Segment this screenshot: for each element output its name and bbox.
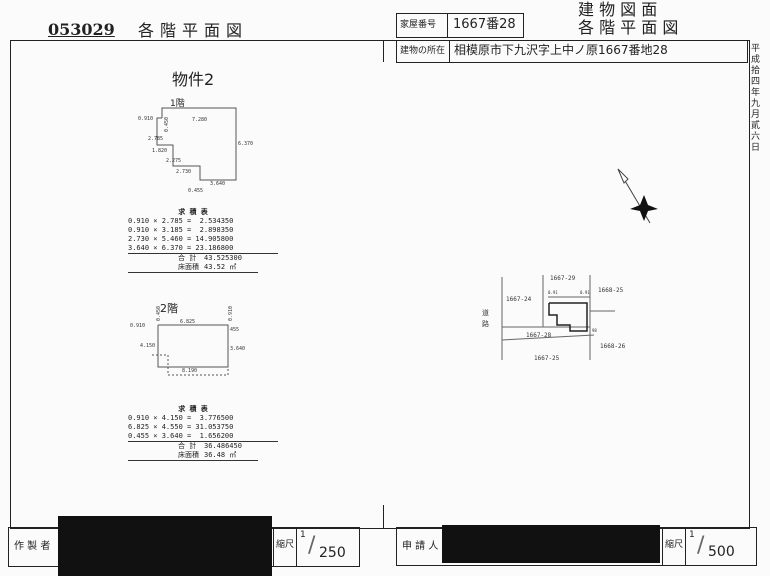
doc-title: 各階平面図	[138, 21, 249, 40]
floor1-area-table: 求 積 表 0.910 × 2.785 = 2.534350 0.910 × 3…	[128, 208, 278, 273]
area-row: 6.825 × 4.550 = 31.053750	[128, 423, 234, 431]
redacted-applicant	[442, 525, 660, 563]
divider	[383, 40, 384, 62]
floor2-label: 2階	[160, 302, 178, 315]
dim-label: 0.910	[130, 323, 145, 329]
floor-area: 36.48 ㎡	[204, 451, 237, 459]
floor-area: 43.52 ㎡	[204, 263, 237, 271]
dim-label: 8.190	[182, 368, 197, 374]
house-number-box: 家屋番号 1667番28	[396, 13, 524, 38]
house-number: 1667番28	[453, 17, 516, 32]
dim-label: 0.450	[164, 117, 170, 132]
dim-label: 6.370	[238, 141, 253, 147]
total-label: 合 計	[178, 254, 197, 262]
scale-numerator: 1	[300, 530, 306, 540]
parcel-label: 1667-25	[534, 355, 560, 362]
parcel-label: 1668-26	[600, 343, 626, 350]
location-box: 建物の所在 相模原市下九沢字上中ノ原1667番地28	[396, 40, 748, 63]
scale-slash: /	[697, 533, 705, 558]
doc-number: 053029	[48, 20, 115, 39]
right-title-2: 各 階 平 面 図	[578, 18, 679, 37]
parcel-label: 1667-29	[550, 275, 576, 282]
divider	[449, 41, 450, 62]
total-label: 合 計	[178, 442, 197, 450]
dim-label: 2.275	[166, 158, 181, 164]
divider	[662, 528, 663, 565]
dim-label: 0.91	[548, 290, 558, 295]
dim-label: 0.910	[138, 116, 153, 122]
road-label-1: 道	[482, 308, 489, 317]
area-row: 0.910 × 3.185 = 2.898350	[128, 226, 234, 234]
scale-numerator: 1	[689, 530, 695, 540]
divider	[296, 528, 297, 566]
total: 43.525300	[204, 254, 242, 262]
dim-label: 1.820	[152, 148, 167, 154]
scale-label: 縮尺	[276, 540, 295, 550]
floor-area-label: 床面積	[178, 451, 199, 459]
floor2-plan: 0.450 0.910 6.825 0.910 455 3.640 4.150 …	[130, 306, 245, 376]
area-row: 0.910 × 4.150 = 3.776500	[128, 414, 234, 422]
floor1-dashed	[152, 354, 229, 376]
right-title-1: 建 物 図 面	[578, 0, 658, 19]
location: 相模原市下九沢字上中ノ原1667番地28	[454, 43, 668, 57]
dim-label: 0.910	[228, 306, 234, 321]
creator-label: 作 製 者	[14, 541, 51, 552]
dim-label: 3.640	[210, 181, 225, 187]
parcel-label: 1668-25	[598, 287, 624, 294]
parcel-label: 1667-24	[506, 296, 532, 303]
area-row: 2.730 × 5.460 = 14.905800	[128, 235, 234, 243]
divider	[685, 528, 686, 565]
floor1-label: 1階	[170, 99, 185, 109]
dim-label: 7.280	[192, 117, 207, 123]
scale-slash: /	[308, 533, 316, 558]
scale-denominator: 250	[319, 545, 346, 561]
house-number-label: 家屋番号	[400, 20, 437, 30]
total: 36.486450	[204, 442, 242, 450]
divider	[273, 528, 274, 566]
redacted-creator	[58, 516, 272, 576]
north-arrow-icon	[617, 168, 658, 224]
area-table-title: 求 積 表	[178, 208, 208, 216]
date-vertical: 平成拾四年九月貳六日	[751, 44, 761, 153]
area-row: 0.910 × 2.785 = 2.534350	[128, 217, 234, 225]
scale-denominator: 500	[708, 544, 735, 560]
scale-label: 縮尺	[665, 540, 684, 550]
dim-label: 4.150	[140, 343, 155, 349]
parcel-label: 1667-28	[526, 332, 552, 339]
road-label-2: 路	[482, 319, 489, 328]
dim-label: 455	[230, 327, 239, 333]
location-label: 建物の所在	[400, 46, 446, 56]
site-map: 道 路 1667-29 1667-24 1668-25 1667-28 1668…	[482, 275, 626, 362]
dim-label: 6.825	[180, 319, 195, 325]
dim-label: 0.455	[188, 188, 203, 194]
area-row: 3.640 × 6.370 = 23.186800	[128, 244, 278, 254]
dim-label: 98	[592, 328, 597, 333]
floor-area-label: 床面積	[178, 263, 199, 271]
area-table-title: 求 積 表	[178, 405, 208, 413]
divider	[383, 505, 384, 529]
floor2-area-table: 求 積 表 0.910 × 4.150 = 3.776500 6.825 × 4…	[128, 405, 278, 461]
dim-label: 3.640	[230, 346, 245, 352]
applicant-label: 申 請 人	[402, 541, 439, 552]
dim-label: 2.785	[148, 136, 163, 142]
dim-label: 0.91	[580, 290, 590, 295]
divider	[447, 14, 448, 37]
property-title: 物件2	[172, 70, 215, 89]
main-frame	[10, 40, 750, 529]
dim-label: 0.450	[156, 306, 162, 321]
area-row: 0.455 × 3.640 = 1.656200	[128, 432, 278, 442]
floor1-plan: 0.450 0.910 7.280 2.785 1.820 2.275 2.73…	[138, 107, 253, 194]
floor1-outline	[156, 107, 237, 181]
floor2-outline	[157, 324, 229, 368]
dim-label: 2.730	[176, 169, 191, 175]
